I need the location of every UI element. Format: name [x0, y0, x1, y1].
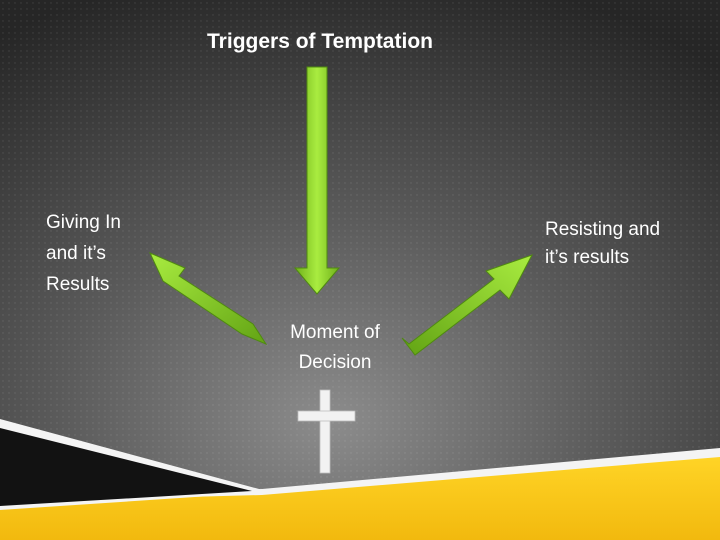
resisting-label-line: it’s results — [545, 247, 630, 268]
moment-of-decision-line: Moment of — [290, 322, 380, 343]
giving-in-label-line: Giving In — [46, 212, 121, 233]
moment-of-decision-label: Moment of Decision — [265, 318, 405, 378]
black-wedge — [0, 428, 252, 506]
resisting-label-line: Resisting and — [545, 219, 661, 240]
giving-in-label-line: Results — [46, 274, 110, 295]
giving-in-label: Giving In and it’s Results — [46, 207, 166, 300]
up-right-arrow-icon — [401, 254, 534, 356]
bottom-yellow-band — [0, 457, 720, 540]
diagram-title: Triggers of Temptation — [207, 30, 433, 53]
down-arrow-icon — [293, 66, 341, 295]
moment-of-decision-line: Decision — [298, 352, 372, 373]
giving-in-label-line: and it’s — [46, 243, 106, 264]
cross-icon — [297, 389, 356, 474]
up-left-arrow-icon — [148, 252, 268, 346]
resisting-label: Resisting and it’s results — [545, 216, 705, 272]
